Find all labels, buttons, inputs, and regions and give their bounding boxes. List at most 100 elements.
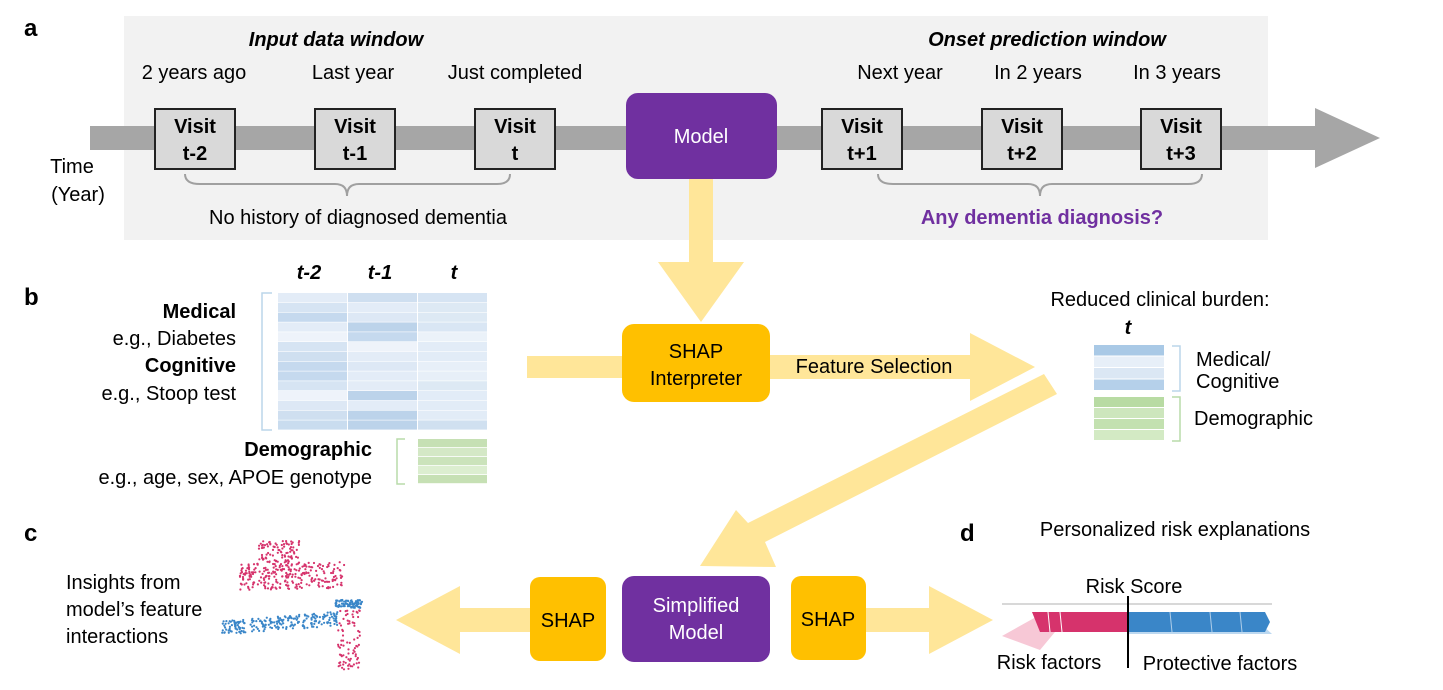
feature-cell	[278, 420, 347, 430]
scatter-point-red	[253, 568, 256, 571]
scatter-point-blue	[258, 629, 261, 633]
svg-text:t+3: t+3	[1166, 143, 1195, 165]
scatter-point-red	[254, 571, 257, 574]
demographic-cell	[418, 466, 487, 475]
scatter-point-blue	[228, 625, 231, 629]
scatter-point-red	[285, 551, 288, 555]
scatter-point-blue	[318, 620, 321, 623]
scatter-point-red	[338, 653, 342, 656]
scatter-point-blue	[334, 618, 337, 621]
scatter-point-red	[356, 645, 359, 648]
scatter-point-red	[281, 556, 284, 559]
scatter-point-blue	[303, 614, 307, 617]
scatter-point-red	[342, 663, 345, 666]
scatter-point-blue	[360, 600, 364, 603]
scatter-point-red	[276, 560, 279, 563]
scatter-point-red	[262, 546, 265, 549]
feature-cell	[418, 371, 487, 381]
scatter-point-red	[320, 579, 323, 582]
scatter-point-red	[247, 564, 250, 567]
scatter-point-red	[344, 614, 348, 617]
scatter-point-red	[292, 546, 295, 549]
scatter-point-blue	[342, 605, 345, 608]
scatter-point-red	[355, 662, 358, 665]
svg-text:Visit: Visit	[334, 116, 376, 138]
scatter-point-blue	[355, 602, 358, 606]
scatter-point-red	[251, 572, 255, 576]
scatter-point-red	[274, 560, 278, 563]
feature-cell	[348, 371, 417, 381]
scatter-point-red	[241, 575, 245, 579]
scatter-point-red	[300, 586, 303, 590]
svg-text:Interpreter: Interpreter	[650, 368, 743, 390]
arrow-insights-left	[396, 586, 530, 654]
scatter-point-red	[295, 548, 298, 552]
reduced-demographic-label: Demographic	[1194, 408, 1313, 430]
scatter-point-red	[272, 562, 275, 566]
scatter-point-red	[283, 580, 287, 583]
scatter-point-red	[340, 643, 343, 647]
feature-cell	[418, 351, 487, 361]
scatter-point-red	[269, 543, 272, 546]
scatter-point-red	[279, 582, 282, 586]
scatter-point-blue	[252, 619, 255, 623]
scatter-point-blue	[350, 606, 353, 609]
svg-text:t+1: t+1	[847, 143, 876, 165]
scatter-point-blue	[235, 631, 238, 634]
scatter-point-red	[287, 560, 290, 563]
scatter-point-red	[295, 569, 298, 572]
feature-cell	[418, 400, 487, 410]
bracket-reduced-demographic	[1172, 396, 1181, 442]
scatter-point-red	[272, 545, 275, 548]
scatter-point-blue	[346, 605, 349, 608]
scatter-point-blue	[291, 627, 294, 630]
scatter-point-red	[250, 571, 253, 574]
scatter-point-red	[262, 540, 265, 543]
scatter-point-blue	[256, 627, 259, 631]
scatter-point-blue	[343, 600, 346, 603]
label-2-years-ago: 2 years ago	[142, 62, 247, 84]
scatter-point-red	[285, 542, 289, 546]
panel-letter-a: a	[24, 15, 38, 42]
scatter-point-red	[332, 585, 335, 589]
scatter-point-red	[279, 568, 282, 571]
scatter-point-blue	[344, 602, 348, 605]
scatter-point-blue	[240, 629, 243, 633]
scatter-point-red	[348, 620, 351, 623]
reduced-medical-label-2: Cognitive	[1196, 371, 1279, 393]
scatter-point-blue	[227, 629, 230, 632]
scatter-point-red	[324, 577, 327, 580]
scatter-point-red	[283, 561, 286, 564]
scatter-point-red	[287, 568, 290, 571]
scatter-point-red	[272, 566, 275, 569]
reduced-demographic-cell	[1094, 419, 1164, 429]
scatter-point-blue	[338, 603, 341, 606]
bracket-reduced-medical	[1172, 345, 1181, 392]
scatter-point-red	[267, 551, 270, 555]
scatter-point-red	[305, 572, 308, 575]
scatter-point-red	[268, 561, 271, 564]
scatter-point-red	[297, 569, 301, 572]
scatter-point-red	[267, 577, 271, 580]
scatter-point-red	[276, 546, 279, 549]
scatter-point-blue	[307, 615, 310, 618]
feature-cell	[278, 381, 347, 391]
scatter-point-red	[319, 563, 322, 566]
scatter-point-blue	[297, 620, 300, 624]
scatter-point-blue	[224, 622, 227, 625]
scatter-point-red	[242, 577, 245, 580]
cognitive-title: Cognitive	[145, 355, 236, 377]
scatter-point-red	[299, 577, 302, 580]
scatter-point-blue	[269, 617, 272, 621]
svg-text:Simplified: Simplified	[653, 595, 740, 617]
shap-interaction-scatter	[221, 540, 364, 671]
scatter-point-red	[291, 581, 295, 584]
scatter-point-red	[266, 587, 270, 590]
scatter-point-red	[327, 563, 330, 566]
scatter-point-red	[239, 588, 242, 591]
panel-letter-d: d	[960, 520, 975, 547]
scatter-point-red	[332, 570, 335, 573]
scatter-point-blue	[323, 621, 326, 624]
scatter-point-red	[346, 619, 349, 622]
scatter-point-red	[281, 565, 284, 568]
